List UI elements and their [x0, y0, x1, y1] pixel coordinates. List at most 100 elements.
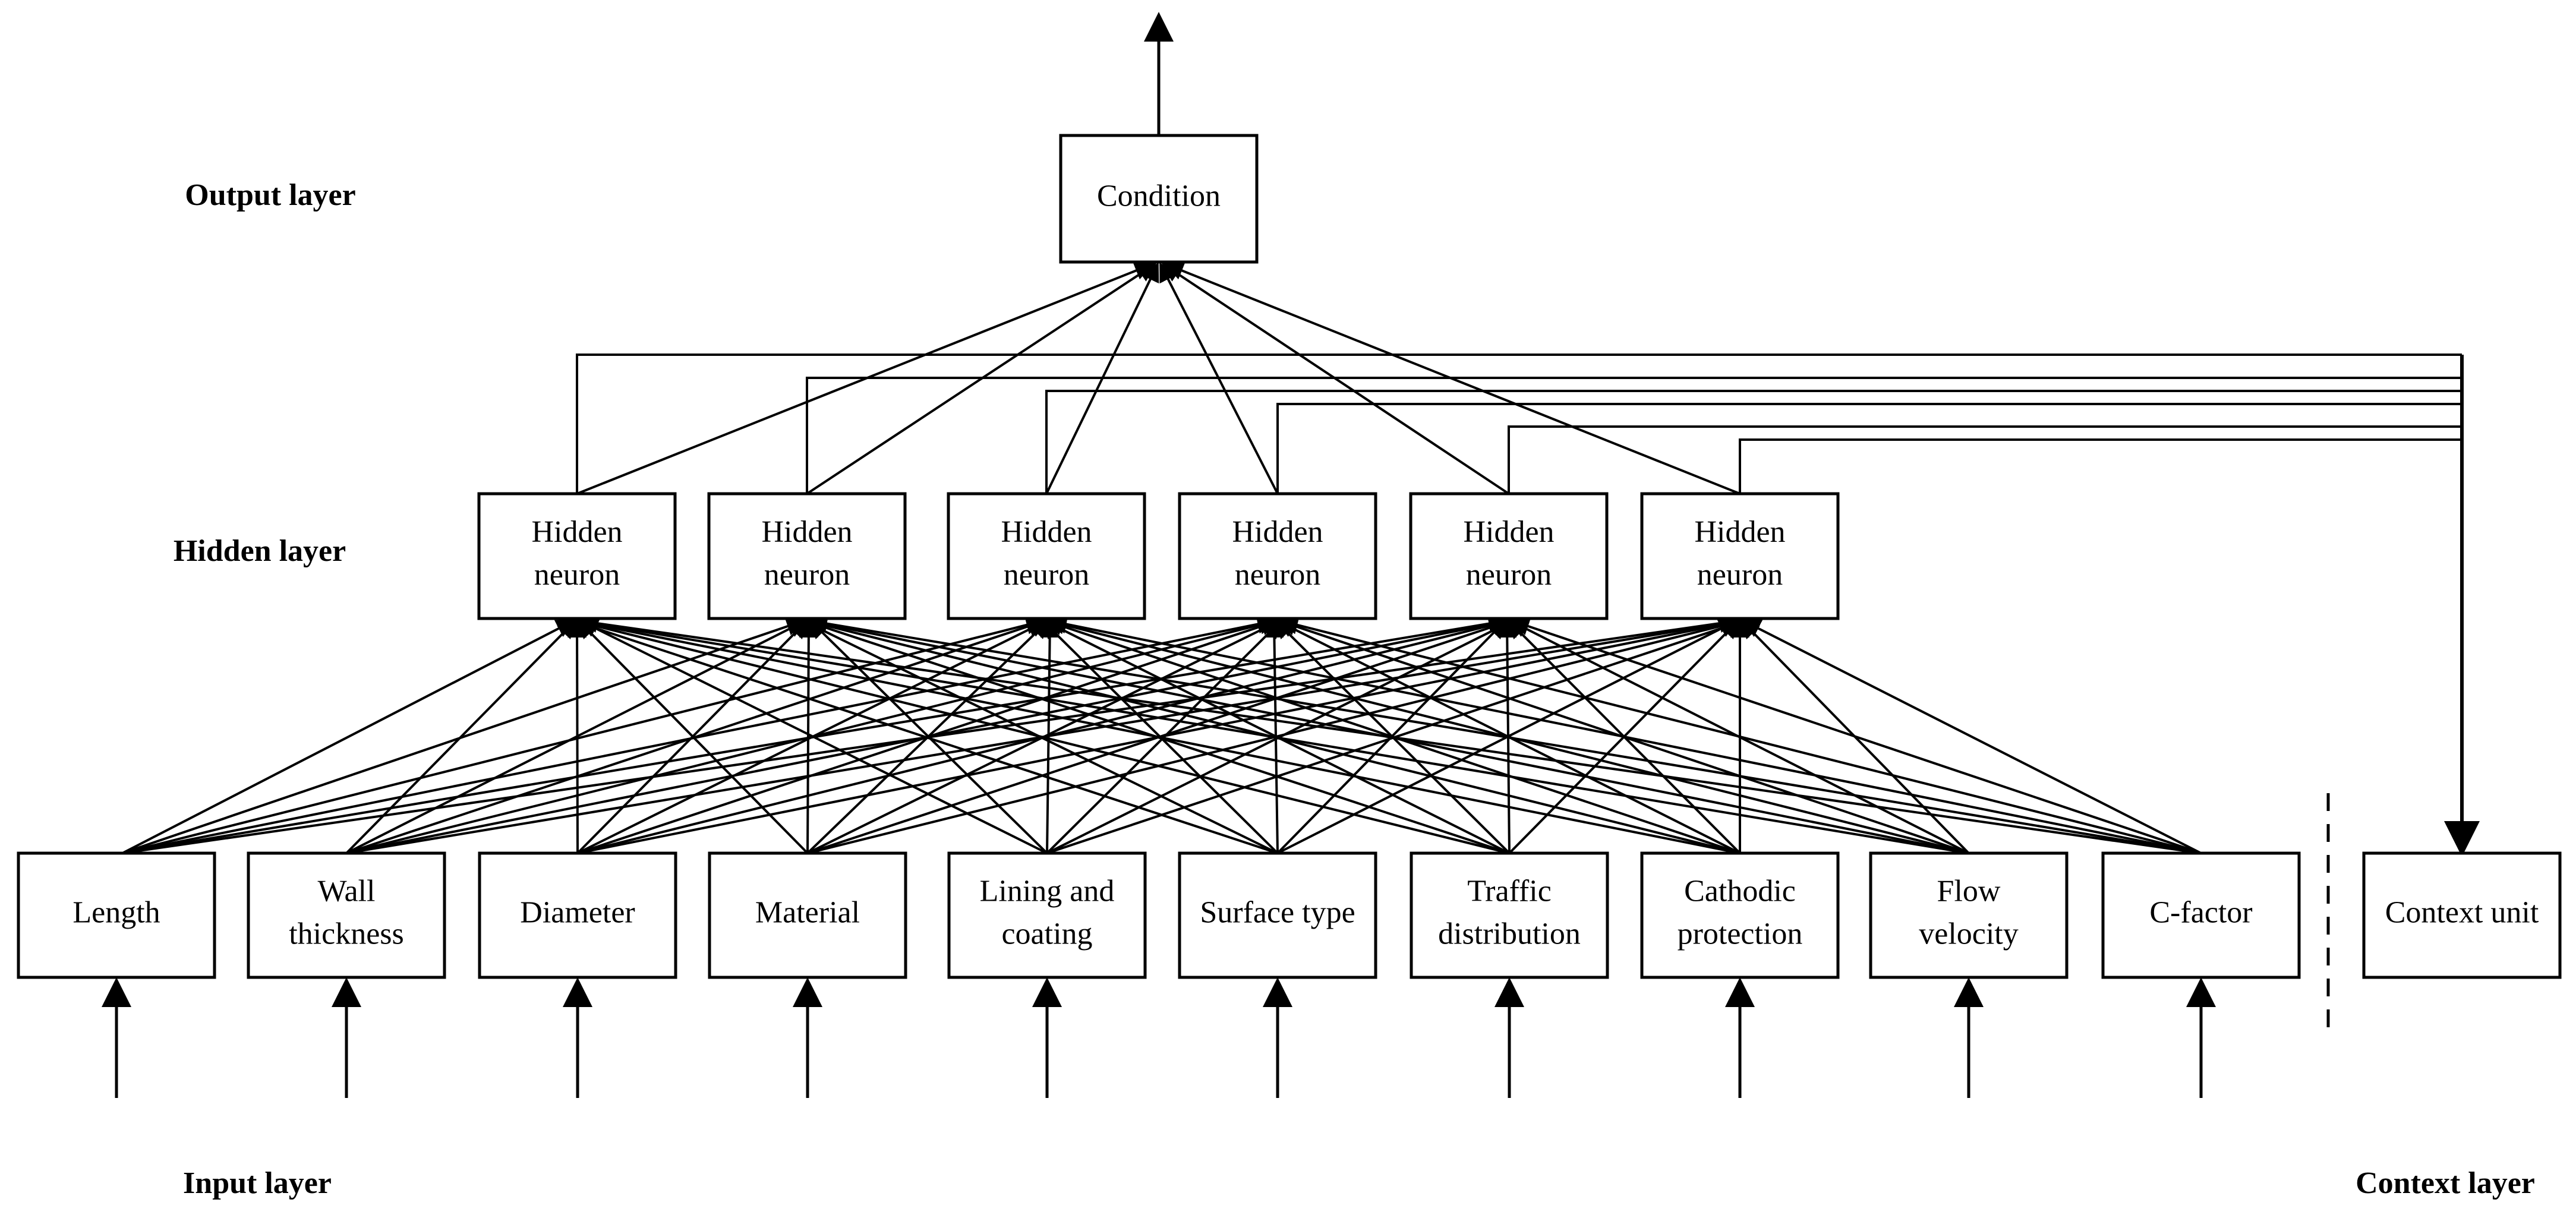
input-node-2: Diameter [478, 851, 677, 979]
input-node-8: Flow velocity [1869, 851, 2069, 979]
input-node-3-box [708, 851, 907, 979]
hidden-neuron-3-box [1178, 492, 1377, 620]
recurrent-line-hidden-5 [1739, 438, 2462, 494]
input-node-1-label-line-0: Wall [318, 874, 376, 908]
hidden-neuron-5-box [1640, 492, 1840, 620]
edge-input-9-to-hidden-2 [1048, 614, 2202, 854]
edge-input-8-to-hidden-0 [576, 614, 1969, 854]
input-node-3-label-line-0: Material [755, 895, 860, 929]
edge-input-6-to-hidden-0 [573, 616, 1510, 854]
hidden-neuron-4-box [1409, 492, 1609, 620]
input-node-1-label-line-1: thickness [289, 917, 404, 951]
input-node-3: Material [708, 851, 907, 979]
input-node-5-box [1178, 851, 1377, 979]
input-node-6: Traffic distribution [1410, 851, 1609, 979]
edge-input-0-to-hidden-0 [122, 620, 576, 854]
output-node-condition: Condition [1059, 134, 1259, 264]
edge-input-1-to-hidden-2 [346, 617, 1047, 854]
input-node-9: C-factor [2101, 851, 2301, 979]
input-node-4-label-line-1: coating [1001, 917, 1092, 951]
hidden-neuron-2-label-line-1: neuron [1004, 558, 1089, 592]
edge-input-5-to-hidden-0 [571, 617, 1278, 854]
input-node-2-box [478, 851, 677, 979]
edge-input-9-to-hidden-5 [1741, 620, 2202, 854]
hidden-neuron-4: Hidden neuron [1409, 492, 1609, 620]
edge-input-0-to-hidden-2 [122, 616, 1045, 854]
recurrent-line-hidden-0 [576, 354, 2462, 494]
hidden-neuron-0-label-line-1: neuron [534, 558, 620, 592]
hidden-neuron-1-box [707, 492, 907, 620]
input-node-4-label-line-0: Lining and [980, 874, 1115, 908]
connections-group [122, 261, 2480, 857]
input-node-8-box [1869, 851, 2069, 979]
output-layer-label: Output layer [185, 178, 355, 212]
edge-input-1-to-hidden-0 [345, 619, 577, 854]
edge-input-4-to-hidden-0 [578, 620, 1048, 854]
input-node-9-label-line-0: C-factor [2149, 895, 2252, 929]
hidden-neuron-3-label-line-1: neuron [1235, 558, 1320, 592]
hidden-neuron-5: Hidden neuron [1640, 492, 1840, 620]
hidden-neuron-0-box [477, 492, 677, 620]
input-node-7-label-line-1: protection [1678, 917, 1803, 951]
context-unit-node-label-line-0: Context unit [2385, 895, 2539, 929]
edge-input-3-to-hidden-1 [799, 618, 818, 854]
context-layer-label: Context layer [2356, 1166, 2535, 1200]
input-node-8-label-line-1: velocity [1919, 917, 2019, 951]
edge-input-4-to-hidden-2 [1040, 618, 1060, 854]
io-arrows-group [102, 12, 2330, 1098]
input-node-7: Cathodic protection [1640, 851, 1840, 979]
edge-input-9-to-hidden-3 [1279, 616, 2202, 854]
hidden-neuron-5-label-line-0: Hidden [1694, 515, 1785, 549]
input-node-6-box [1410, 851, 1609, 979]
hidden-neuron-4-label-line-0: Hidden [1463, 515, 1554, 549]
input-layer-label: Input layer [183, 1166, 332, 1200]
context-unit-node: Context unit [2362, 851, 2562, 979]
hidden-neuron-0-label-line-0: Hidden [531, 515, 622, 549]
hidden-neuron-2-box [947, 492, 1146, 620]
input-node-7-box [1640, 851, 1840, 979]
edge-input-9-to-hidden-4 [1510, 617, 2202, 854]
hidden-neuron-3-label-line-0: Hidden [1232, 515, 1323, 549]
hidden-neuron-1: Hidden neuron [707, 492, 907, 620]
edge-input-9-to-hidden-1 [808, 614, 2202, 854]
input-node-4-box [947, 851, 1147, 979]
input-node-0: Length [17, 851, 216, 979]
edge-input-1-to-hidden-1 [346, 620, 808, 854]
output-node-condition-box [1059, 134, 1259, 264]
recurrent-line-hidden-2 [1045, 390, 2462, 494]
edge-input-2-to-hidden-0 [567, 618, 587, 854]
recurrent-line-hidden-3 [1276, 403, 2462, 494]
input-node-1: Wall thickness [247, 851, 446, 979]
hidden-neuron-1-label-line-0: Hidden [761, 515, 852, 549]
edge-input-9-to-hidden-0 [578, 614, 2202, 854]
hidden-layer-label: Hidden layer [174, 534, 346, 568]
input-node-6-label-line-1: distribution [1438, 917, 1581, 951]
hidden-neuron-2-label-line-0: Hidden [1001, 515, 1092, 549]
input-node-0-box [17, 851, 216, 979]
input-node-5-label-line-0: Surface type [1200, 895, 1355, 929]
input-node-2-label-line-0: Diameter [520, 895, 635, 929]
recurrent-line-hidden-1 [806, 377, 2462, 494]
hidden-neuron-0: Hidden neuron [477, 492, 677, 620]
input-node-0-label-line-0: Length [72, 895, 160, 929]
input-node-1-box [247, 851, 446, 979]
input-node-4: Lining and coating [947, 851, 1147, 979]
edge-input-3-to-hidden-0 [577, 619, 809, 854]
input-node-5: Surface type [1178, 851, 1377, 979]
context-unit-node-box [2362, 851, 2562, 979]
hidden-neuron-4-label-line-1: neuron [1466, 558, 1552, 592]
hidden-neuron-5-label-line-1: neuron [1697, 558, 1783, 592]
input-node-6-label-line-0: Traffic [1467, 874, 1552, 908]
hidden-neuron-3: Hidden neuron [1178, 492, 1377, 620]
recurrent-line-hidden-4 [1508, 425, 2462, 494]
input-node-8-label-line-0: Flow [1937, 874, 2001, 908]
hidden-neuron-1-label-line-1: neuron [764, 558, 850, 592]
output-node-condition-label-line-0: Condition [1097, 179, 1221, 213]
edge-input-7-to-hidden-0 [575, 614, 1741, 854]
input-node-7-label-line-0: Cathodic [1684, 874, 1796, 908]
hidden-neuron-2: Hidden neuron [947, 492, 1146, 620]
input-node-9-box [2101, 851, 2301, 979]
